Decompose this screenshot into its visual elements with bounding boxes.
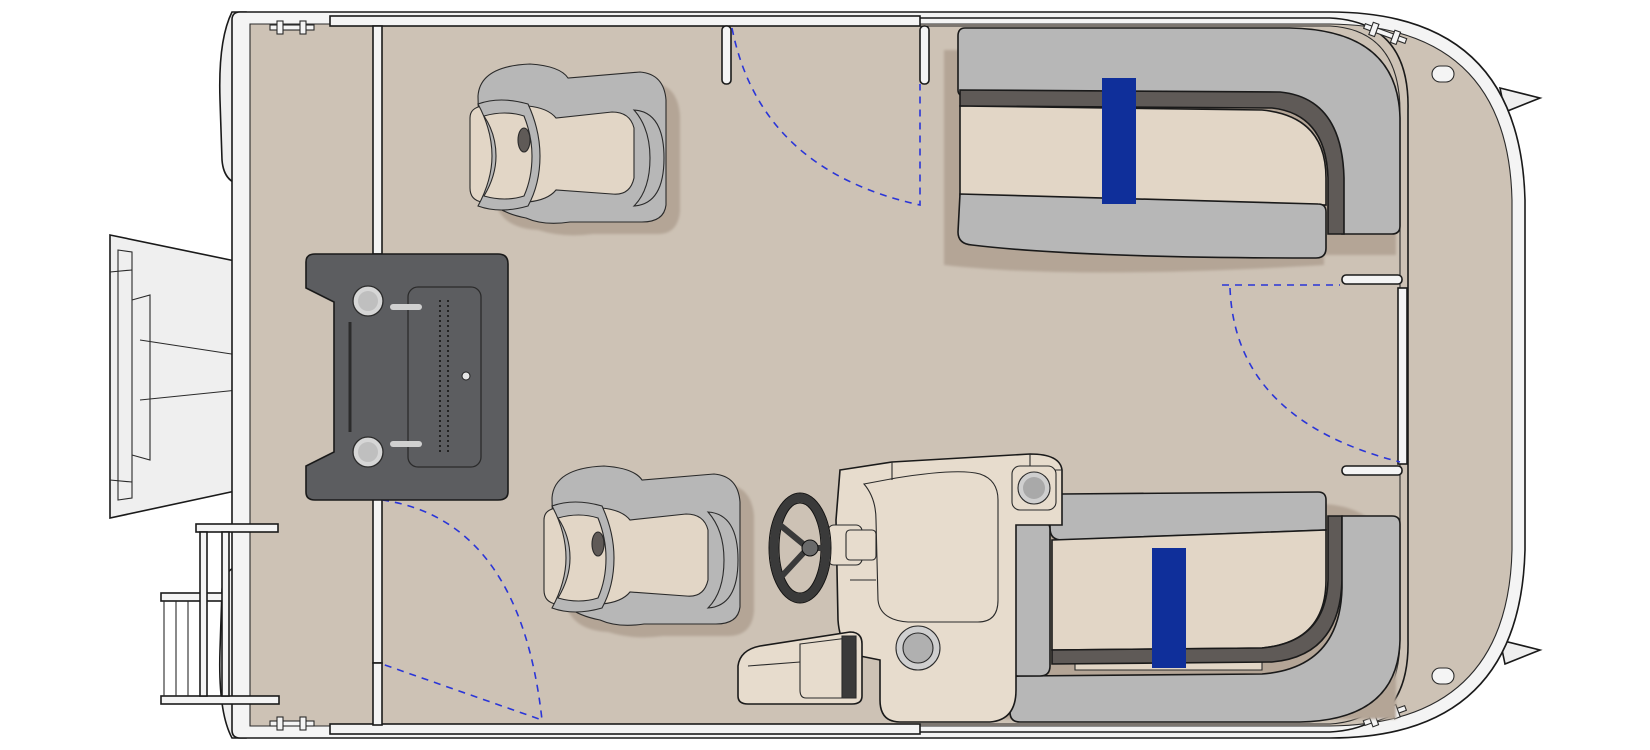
bench-seat-bottom — [1004, 491, 1401, 723]
cleats — [269, 20, 1408, 731]
top-gate-posts — [721, 25, 930, 85]
steering-wheel-icon — [768, 492, 832, 604]
cleat-icon — [269, 20, 315, 35]
swim-platform — [109, 234, 241, 519]
rail-bottom — [329, 723, 921, 735]
cleat-icon — [269, 716, 315, 731]
side-gate-posts — [1341, 274, 1408, 476]
cleat-icon — [1362, 21, 1408, 46]
helm-console — [737, 453, 1063, 723]
captain-chair-bottom — [543, 465, 754, 638]
rail-top — [329, 15, 921, 27]
gauge-icon — [1011, 465, 1057, 511]
bow-lights — [1431, 65, 1455, 685]
cup-holder-icon — [352, 436, 384, 468]
gate-swing-arcs — [381, 27, 1401, 722]
stern-rail — [372, 25, 383, 726]
rear-table — [305, 253, 509, 501]
boarding-ladder — [160, 523, 280, 705]
captain-chair-top — [469, 63, 680, 236]
cup-holder-icon — [895, 625, 941, 671]
bench-seat-top — [944, 27, 1401, 273]
cup-holder-icon — [352, 285, 384, 317]
